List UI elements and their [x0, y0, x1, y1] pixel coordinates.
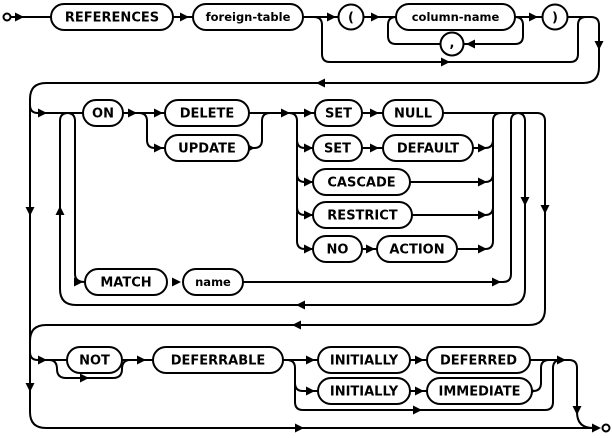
- node-cascade-label: CASCADE: [327, 176, 395, 191]
- node-match: MATCH: [84, 268, 168, 296]
- node-references-label: REFERENCES: [65, 11, 159, 26]
- node-comma: ,: [439, 31, 465, 57]
- pill: [395, 3, 516, 31]
- pill: [182, 268, 244, 296]
- node-on: ON: [82, 99, 124, 127]
- node-deferred-label: DEFERRED: [440, 354, 517, 369]
- node-foreign-table-label: foreign-table: [206, 10, 291, 24]
- start-terminal: [2, 12, 12, 22]
- node-initially1-label: INITIALLY: [330, 354, 399, 369]
- pill: [312, 235, 363, 263]
- node-null-label: NULL: [394, 107, 432, 122]
- node-default: DEFAULT: [382, 134, 474, 162]
- node-update-label: UPDATE: [178, 142, 236, 157]
- pill: [164, 99, 250, 127]
- node-initially-immediate-initially: INITIALLY: [317, 377, 411, 405]
- node-default-label: DEFAULT: [397, 142, 459, 157]
- pill: [382, 99, 444, 127]
- node-set2-label: SET: [324, 142, 351, 157]
- node-name: name: [182, 268, 244, 296]
- node-restrict: RESTRICT: [312, 201, 413, 229]
- node-cascade: CASCADE: [312, 168, 411, 196]
- node-match-label: MATCH: [100, 276, 151, 291]
- node-column-name-label: column-name: [412, 10, 500, 24]
- pill: [66, 346, 123, 374]
- node-action-label: ACTION: [389, 243, 444, 258]
- pill: [426, 346, 531, 374]
- pill: [317, 346, 411, 374]
- node-column-name: column-name: [395, 3, 516, 31]
- node-not-label: NOT: [79, 354, 110, 369]
- node-delete-label: DELETE: [180, 107, 235, 122]
- node-not: NOT: [66, 346, 123, 374]
- pill: [312, 168, 411, 196]
- node-immediate-label: IMMEDIATE: [438, 385, 520, 400]
- circle: [541, 3, 569, 31]
- node-name-label: name: [195, 275, 231, 289]
- pill: [82, 99, 124, 127]
- node-restrict-label: RESTRICT: [327, 209, 398, 224]
- node-null: NULL: [382, 99, 444, 127]
- pill: [164, 134, 250, 162]
- node-set-default-set: SET: [312, 134, 363, 162]
- node-open-paren: (: [337, 3, 365, 31]
- pill: [314, 99, 363, 127]
- node-deferrable: DEFERRABLE: [152, 346, 284, 374]
- node-action: ACTION: [376, 235, 458, 263]
- pill: [382, 134, 474, 162]
- circle: [439, 31, 465, 57]
- node-delete: DELETE: [164, 99, 250, 127]
- pill: [312, 201, 413, 229]
- pill: [50, 3, 174, 31]
- pill: [152, 346, 284, 374]
- node-immediate: IMMEDIATE: [426, 377, 533, 405]
- node-no: NO: [312, 235, 363, 263]
- node-comma-label: ,: [450, 36, 455, 51]
- node-close-paren: ): [541, 3, 569, 31]
- node-initially-deferred-initially: INITIALLY: [317, 346, 411, 374]
- node-foreign-table: foreign-table: [192, 3, 304, 31]
- pill: [317, 377, 411, 405]
- node-open-paren-label: (: [348, 11, 354, 26]
- node-update: UPDATE: [164, 134, 250, 162]
- end-terminal: [601, 423, 611, 433]
- pill: [426, 377, 533, 405]
- connector-wires: [11, 16, 600, 429]
- pill: [376, 235, 458, 263]
- node-close-paren-label: ): [552, 11, 558, 26]
- node-initially2-label: INITIALLY: [330, 385, 399, 400]
- pill: [192, 3, 304, 31]
- node-deferrable-label: DEFERRABLE: [171, 354, 266, 369]
- node-set1-label: SET: [325, 107, 352, 122]
- node-set-null-set: SET: [314, 99, 363, 127]
- circle: [337, 3, 365, 31]
- node-no-label: NO: [327, 243, 349, 258]
- pill: [84, 268, 168, 296]
- node-references: REFERENCES: [50, 3, 174, 31]
- node-on-label: ON: [92, 107, 114, 122]
- node-deferred: DEFERRED: [426, 346, 531, 374]
- pill: [312, 134, 363, 162]
